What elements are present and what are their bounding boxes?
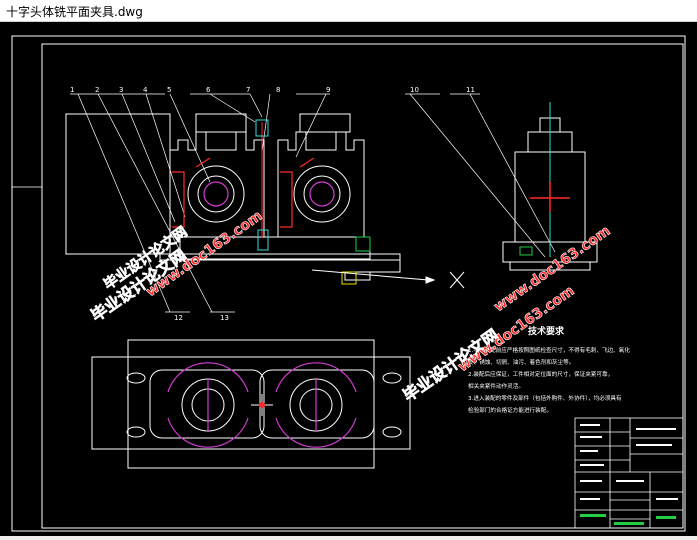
balloon-2: 2 bbox=[95, 86, 99, 94]
tech-requirements: 技术要求 1.零件装配前应严格按照图纸检查尺寸，不得有毛刺、飞边、氧化 皮、锈蚀… bbox=[468, 325, 630, 414]
side-view bbox=[502, 102, 598, 271]
balloon-12: 12 bbox=[174, 314, 183, 322]
outer-frame bbox=[11, 35, 686, 532]
inner-frame bbox=[41, 43, 684, 529]
balloon-9: 9 bbox=[326, 86, 330, 94]
top-view bbox=[91, 339, 411, 469]
balloon-7: 7 bbox=[246, 86, 250, 94]
balloon-8: 8 bbox=[276, 86, 280, 94]
balloon-3: 3 bbox=[119, 86, 123, 94]
balloon-5: 5 bbox=[167, 86, 171, 94]
balloon-numbers: 1 2 3 4 5 6 7 8 9 10 11 12 13 bbox=[70, 86, 475, 322]
balloon-4: 4 bbox=[143, 86, 148, 94]
window-titlebar: 十字头体铣平面夹具.dwg bbox=[0, 0, 697, 22]
balloon-6: 6 bbox=[206, 86, 211, 94]
drawing-svg: 1 2 3 4 5 6 7 8 9 10 11 12 13 bbox=[11, 35, 686, 532]
tech-line-6: 检验部门的合格证方能进行装配。 bbox=[468, 406, 552, 414]
tech-line-3: 2.装配后应保证，工件相对定位面的尺寸，保证夹紧可靠， bbox=[468, 370, 613, 378]
title-block bbox=[574, 417, 684, 529]
tech-requirements-heading: 技术要求 bbox=[528, 325, 565, 337]
balloon-1: 1 bbox=[70, 86, 74, 94]
balloon-13: 13 bbox=[220, 314, 229, 322]
leader-lines bbox=[70, 93, 556, 313]
window-title: 十字头体铣平面夹具.dwg bbox=[6, 5, 143, 19]
tech-line-4: 相关夹紧件动作灵活。 bbox=[468, 382, 524, 390]
balloon-11: 11 bbox=[466, 86, 475, 94]
tech-line-5: 3.进入装配的零件及部件（包括外购件、外协件），均必须具有 bbox=[468, 394, 622, 402]
hatch-outline bbox=[172, 157, 315, 228]
front-view bbox=[65, 113, 465, 289]
tech-line-2: 皮、锈蚀、切屑、油污、着色剂和灰尘等。 bbox=[468, 358, 574, 366]
tech-line-1: 1.零件装配前应严格按照图纸检查尺寸，不得有毛刺、飞边、氧化 bbox=[468, 346, 630, 354]
balloon-10: 10 bbox=[410, 86, 419, 94]
cad-drawing-canvas[interactable]: 1 2 3 4 5 6 7 8 9 10 11 12 13 bbox=[0, 22, 697, 536]
